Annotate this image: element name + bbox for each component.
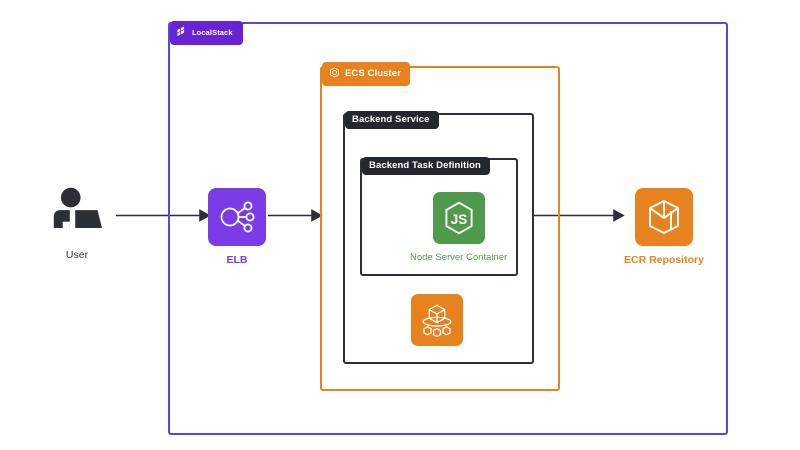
group-backend-task-definition-badge: Backend Task Definition (362, 157, 490, 175)
svg-text:JS: JS (450, 212, 467, 227)
nodejs-js-hexagon-icon: JS (432, 192, 485, 244)
group-localstack (168, 22, 728, 435)
node-ecs-service-task[interactable] (411, 294, 463, 346)
ecr-container-box-icon (634, 188, 693, 246)
node-node-server-container[interactable]: JS Node Server Container (410, 192, 507, 263)
load-balancer-icon (208, 188, 266, 246)
node-user[interactable]: User (48, 186, 106, 262)
ecs-cluster-hexagon-icon (329, 66, 340, 82)
group-backend-task-definition-label: Backend Task Definition (369, 160, 481, 171)
group-backend-service-badge: Backend Service (345, 111, 439, 129)
node-user-label: User (65, 249, 89, 261)
group-localstack-badge: LocalStack (170, 21, 243, 45)
node-ecr-repository-label: ECR Repository (624, 254, 704, 266)
aws-ecs-cube-icon (411, 294, 463, 346)
group-ecs-cluster (320, 66, 560, 391)
group-backend-service-label: Backend Service (352, 114, 430, 125)
group-ecs-cluster-label: ECS Cluster (345, 68, 402, 80)
node-elb-label: ELB (226, 254, 248, 266)
node-ecr-repository[interactable]: ECR Repository (624, 188, 704, 267)
node-elb[interactable]: ELB (208, 188, 266, 267)
group-localstack-label: LocalStack (192, 28, 233, 38)
group-ecs-cluster-badge: ECS Cluster (322, 62, 411, 86)
localstack-logo-icon (176, 25, 187, 41)
node-node-server-container-label: Node Server Container (410, 252, 508, 263)
user-at-laptop-icon (48, 186, 106, 241)
